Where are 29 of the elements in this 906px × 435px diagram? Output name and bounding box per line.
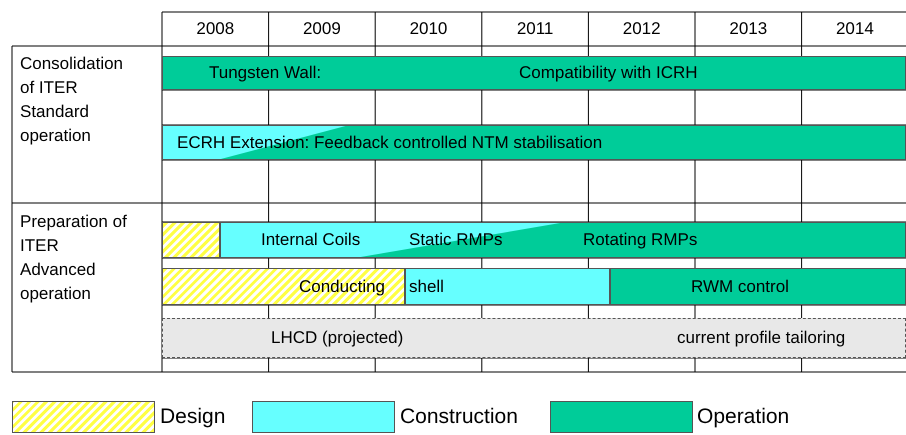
row-header: Preparation of ITER Advanced operation [20, 211, 128, 305]
year-header: 2009 [302, 19, 342, 39]
year-header: 2012 [622, 19, 662, 39]
row-header: Consolidation of ITER Standard operation [20, 53, 124, 147]
bar-label: RWM control [691, 276, 789, 296]
projected-bar [162, 318, 906, 358]
schedule-bar [610, 268, 906, 305]
bar-label: ECRH Extension: Feedback controlled NTM stabilisation [177, 132, 602, 152]
bar-label: Static RMPs [409, 230, 503, 250]
year-header: 2011 [516, 19, 554, 39]
bar-label: LHCD (projected) [271, 328, 404, 348]
legend-label: Construction [400, 405, 518, 429]
bar-label: shell [409, 276, 444, 296]
bar-label: Internal Coils [261, 230, 360, 250]
bar-label: Compatibility with ICRH [519, 63, 698, 83]
year-header: 2013 [728, 19, 768, 39]
legend-label: Operation [697, 405, 790, 429]
legend-label: Design [160, 405, 226, 429]
year-header: 2014 [834, 19, 875, 39]
schedule-bar [162, 56, 906, 90]
design-bar [162, 222, 220, 258]
schedule-bar [405, 268, 610, 305]
bar-label: current profile tailoring [677, 328, 846, 348]
bar-label: Tungsten Wall: [209, 63, 322, 83]
year-header: 2010 [408, 19, 448, 39]
bar-label: Rotating RMPs [583, 230, 698, 250]
year-header: 2008 [195, 19, 236, 39]
schedule-bar [162, 125, 906, 160]
schedule-bar [220, 222, 906, 258]
